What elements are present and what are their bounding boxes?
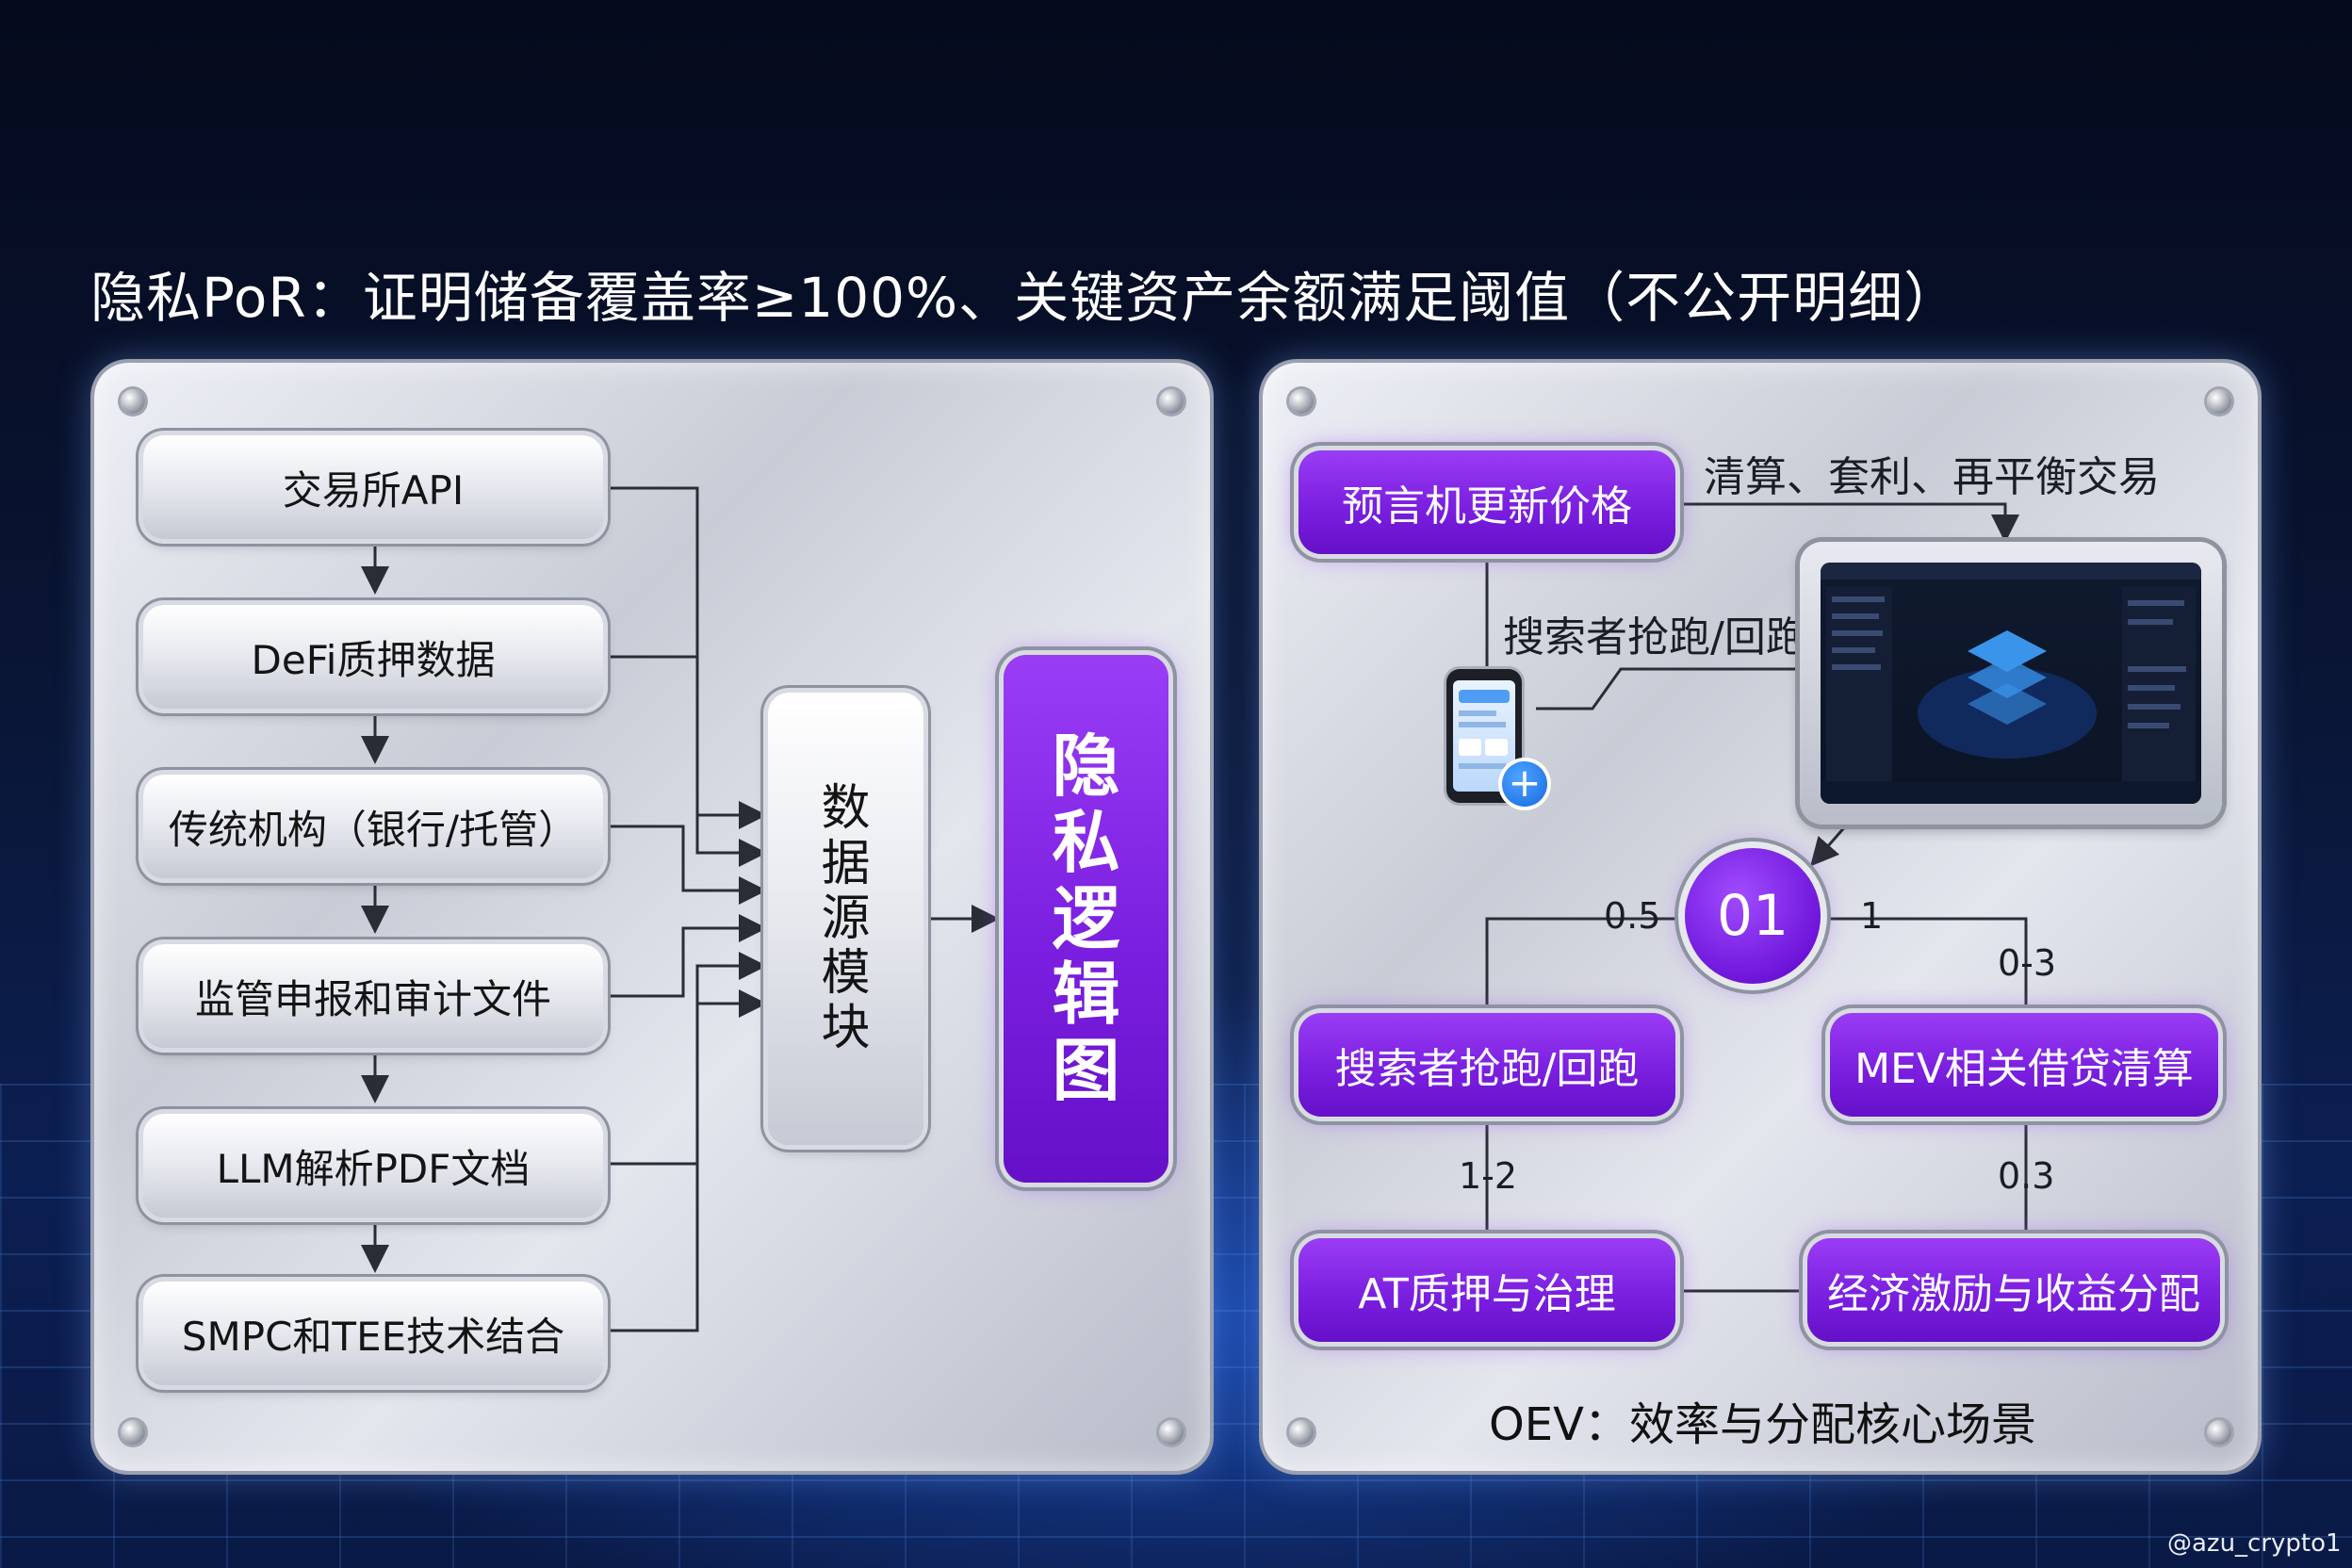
screw-icon [121,1420,145,1445]
screw-icon [1159,389,1184,414]
source-label: 传统机构（银行/托管） [168,806,579,853]
source-box-defi-staking: DeFi质押数据 [143,605,603,709]
source-box-llm-pdf: LLM解析PDF文档 [143,1114,603,1217]
searcher-node: 搜索者抢跑/回跑 [1298,1013,1675,1117]
searcher-edge-label: 搜索者抢跑/回跑 [1503,613,1807,662]
screw-icon [1289,389,1314,414]
mev-node: MEV相关借贷清算 [1830,1013,2218,1117]
privacy-logic-diagram: 隐 私 逻 辑 图 [1004,655,1168,1183]
page-title: 隐私PoR：证明储备覆盖率≥100%、关键资产余额满足阈值（不公开明细） [90,266,1960,330]
econ-label: 经济激励与收益分配 [1827,1270,2200,1318]
dashboard-screen [1821,563,2201,804]
hub-label: 01 [1716,883,1789,949]
oracle-update-node: 预言机更新价格 [1298,450,1675,554]
monitor-icon [1800,542,2222,825]
logic-char: 图 [1052,1030,1120,1110]
source-box-traditional-institutions: 传统机构（银行/托管） [143,775,603,878]
module-char: 据 [821,835,871,892]
oracle-action-label: 清算、套利、再平衡交易 [1704,453,2160,501]
source-label: 交易所API [282,466,465,514]
data-source-module: 数 据 源 模 块 [768,693,923,1145]
at-label: AT质押与治理 [1358,1270,1616,1318]
screw-icon [1289,1420,1314,1445]
edge-label-mev-econ: 0.3 [1998,1155,2055,1197]
oracle-label: 预言机更新价格 [1342,482,1632,531]
plus-icon: + [1502,761,1547,807]
logic-char: 逻 [1052,878,1120,958]
oev-caption: OEV：效率与分配核心场景 [1489,1398,2036,1451]
logic-char: 辑 [1052,955,1120,1035]
source-box-regulatory-audit: 监管申报和审计文件 [143,944,603,1048]
logic-char: 隐 [1052,727,1120,807]
source-label: 监管申报和审计文件 [194,975,551,1022]
logic-char: 私 [1052,803,1120,883]
watermark: @azu_crypto1 [2167,1529,2342,1558]
searcher-label: 搜索者抢跑/回跑 [1334,1045,1640,1093]
source-box-smpc-tee: SMPC和TEE技术结合 [143,1282,603,1385]
screw-icon [121,389,145,414]
screw-icon [1159,1420,1184,1445]
module-char: 数 [821,780,871,838]
source-label: DeFi质押数据 [251,636,496,683]
screw-icon [2207,389,2231,414]
module-char: 块 [821,1000,871,1057]
economic-incentive-node: 经济激励与收益分配 [1807,1238,2220,1342]
at-staking-node: AT质押与治理 [1298,1238,1675,1342]
module-char: 源 [821,890,871,947]
source-box-exchange-api: 交易所API [143,435,603,539]
screw-icon [2207,1420,2231,1445]
module-char: 模 [821,945,871,1003]
edge-label-hub-mev: 0-3 [1998,942,2057,984]
mev-label: MEV相关借贷清算 [1854,1045,2194,1093]
edge-label-hub-left: 0.5 [1604,895,1661,937]
edge-label-hub-right: 1 [1860,895,1884,937]
hub-node: 01 [1685,848,1821,984]
source-label: SMPC和TEE技术结合 [181,1313,565,1360]
source-label: LLM解析PDF文档 [216,1145,531,1192]
edge-label-searcher-at: 1-2 [1459,1155,1518,1197]
